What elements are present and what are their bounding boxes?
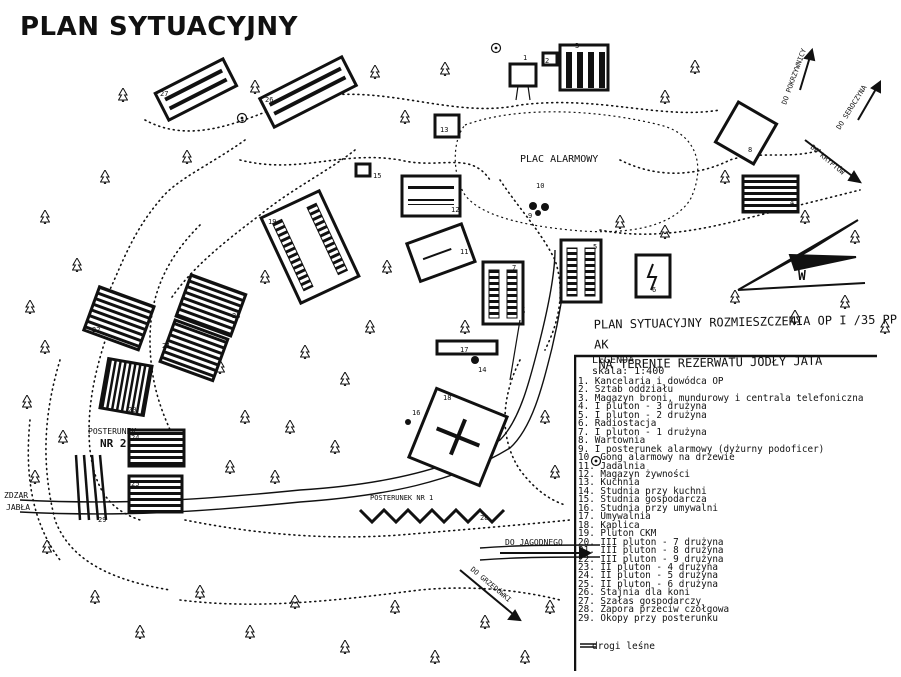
building-number: 2 [545,57,549,65]
building-number: 9 [528,212,532,220]
legend-item: 21. III pluton - 8 drużyna [578,545,724,557]
building-number: 21 [162,342,170,350]
posterunek1-label: POSTERUNEK NR 1 [370,494,433,502]
legend-item: 11. Jadalnia [578,460,646,472]
building-number: 10 [536,182,544,190]
legend-item: 3. Magazyn broni, mundurowy i centrala t… [578,392,864,404]
legend-item: 15. Studnia gospodarcza [578,494,707,506]
do-kryptow-label: DO KRYPTÓW [809,143,848,177]
do-grzedowki-label: DO GRZĘDÓWKI [469,565,514,604]
legend-item: 13. Kuchnia [578,477,640,489]
forest-edge-dots [27,93,861,605]
building-number: 5 [593,243,597,251]
legend-item: 29. Okopy przy posterunku [578,612,718,624]
plac-alarmowy-area [454,111,699,233]
building-number: 8 [748,146,752,154]
building-number: 23 [232,312,240,320]
legend-item: 8. Wartownia [578,435,646,447]
zdzar-label: ZDZAR [4,491,28,500]
plac-alarmowy-label: PLAC ALARMOWY [520,154,598,165]
legend-roads-label: drogi leśne [592,641,655,652]
posterunek2-label-b: NR 2 [100,437,127,450]
legend-item: 23. II pluton - 4 drużyna [578,561,718,573]
legend-item: 16. Studnia przy umywalni [578,502,718,514]
building-number: 4 [790,199,794,207]
building-numbers: 1 2 3 4 5 6 7 8 9 10 11 12 13 14 15 16 1… [92,42,794,524]
legend-item: 22. III pluton - 9 drużyna [578,553,724,565]
building-number: 13 [440,126,448,134]
legend-item: 27. Szałas gospodarczy [578,595,702,607]
building-number: 6 [652,286,656,294]
legend-item: 6. Radiostacja [578,418,657,430]
building-number: 7 [512,264,516,272]
building-number: 3 [575,42,579,50]
posterunek2-label-a: POSTERUNEK [88,427,136,436]
building-number: 12 [451,206,459,214]
building-number: 18 [443,394,451,402]
building-number: 28 [480,514,488,522]
legend-item: 4. I pluton - 3 drużyna [578,401,707,413]
legend-item: 12. Magazyn żywności [578,468,690,480]
building-number: 22 [92,326,100,334]
map-heading-line1: PLAN SYTUACYJNY ROZMIESZCZENIA OP I /35 … [593,312,898,352]
legend-item: 24. II pluton - 5 drużyna [578,570,718,582]
do-jagodnego-label: DO JAGODNEGO [505,538,563,547]
legend-item: 7. I pluton - 1 drużyna [578,426,707,438]
road-arrows [459,47,881,622]
legend-item: 20. III pluton - 7 drużyna [578,536,724,548]
legend-item: 10. Gong alarmowy na drzewie [578,452,735,464]
legend-scale: skala: 1:400 [592,366,665,377]
legend-title: LEGENDA [592,355,635,366]
building-number: 17 [460,346,468,354]
building-number: 20 [128,406,136,414]
page-title: PLAN SYTUACYJNY [20,12,298,42]
building-number: 19 [268,218,276,226]
buildings [74,43,800,521]
building-number: 24 [131,434,139,442]
anti-tank-barrier [358,507,506,525]
do-pokrzywnicy-label: DO POKRZYWNICY [780,47,808,106]
legend-item: 19. Pluton CKM [578,528,657,540]
legend-item: 25. II pluton - 6 drużyna [578,578,718,590]
legend-heading: LEGENDA skala: 1:400 [592,355,664,377]
paths [509,85,531,381]
building-number: 16 [412,409,420,417]
do-seroczyna-label: DO SEROCZYNA [835,83,869,131]
wind-label: W [798,269,806,284]
legend-item: 17. Umywalnia [578,511,651,523]
building-number: 15 [373,172,381,180]
legend-item: 18. Kaplica [578,519,640,531]
building-number: 27 [160,90,168,98]
legend-frame [574,354,877,671]
legend-item: 14. Studnia przy kuchni [578,485,707,497]
legend-item: 1. Kancelaria i dowódca OP [578,376,724,387]
zdzar-label-b: JABŁA [6,503,30,512]
building-number: 29 [98,516,106,524]
wind-rose [737,219,866,291]
building-number: 1 [523,54,527,62]
legend-item: 2. Sztab oddziału [578,384,674,396]
building-number: 25 [131,480,139,488]
legend-item: 26. Stajnia dla koni [578,587,690,599]
legend-item: 5. I pluton - 2 drużyna [578,409,707,421]
building-number: 14 [478,366,486,374]
legend-item: 28. Zapora przeciw czołgowa [578,604,730,616]
building-number: 26 [265,96,273,104]
legend-item: 9. I posterunek alarmowy (dyżurny podofi… [578,443,825,455]
wells [405,202,549,425]
building-number: 11 [460,248,468,256]
